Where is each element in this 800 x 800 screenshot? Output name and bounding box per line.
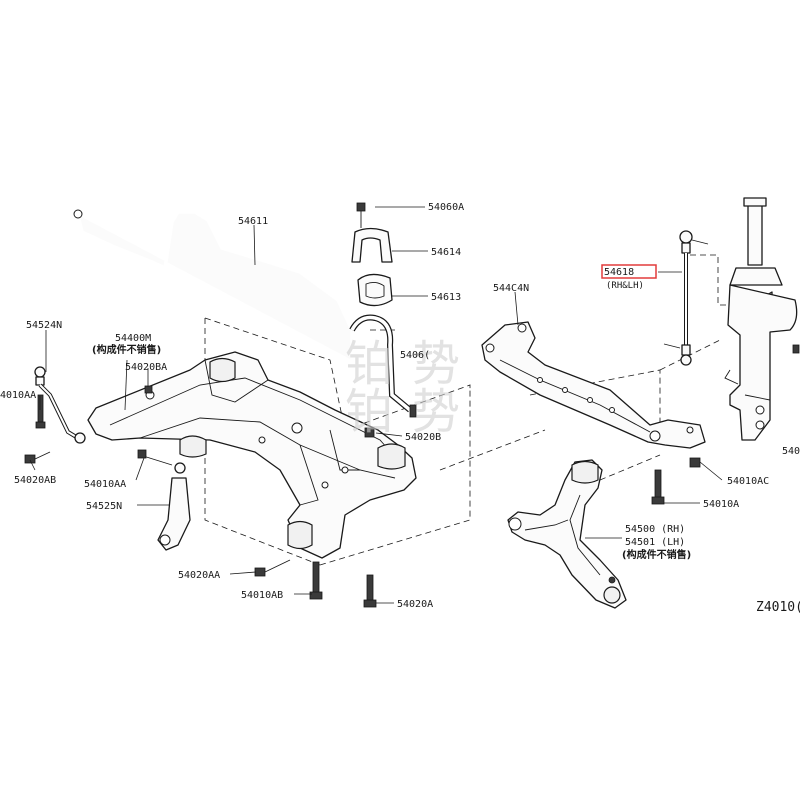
label-544C4N: 544C4N — [493, 283, 529, 294]
left-lower-arm-link[interactable] — [137, 449, 191, 551]
strut-assembly[interactable] — [724, 197, 800, 441]
label-54060A: 54060A — [428, 202, 464, 213]
label-54500: 54500 (RH) — [625, 524, 685, 535]
left-stabilizer-link[interactable] — [34, 366, 86, 444]
lower-control-arm[interactable] — [507, 459, 627, 609]
stabilizer-clamp[interactable] — [351, 202, 393, 263]
label-54618: 54618 — [604, 267, 634, 278]
stabilizer-link[interactable] — [663, 230, 709, 366]
label-54010AA: 54010AA — [84, 479, 126, 490]
label-54611: 54611 — [238, 216, 268, 227]
label-54524N: 54524N — [26, 320, 62, 331]
gusset-bracket[interactable] — [481, 321, 706, 449]
stabilizer-bar[interactable] — [73, 209, 354, 360]
label-54020AA: 54020AA — [178, 570, 220, 581]
label-54400M: 54400M — [115, 333, 151, 344]
label-54618-sub: (RH&LH) — [606, 281, 644, 291]
label-54010AA-left: 4010AA — [0, 390, 36, 401]
svg-text:铂: 铂 — [345, 336, 393, 392]
label-54010AB: 54010AB — [241, 590, 283, 601]
highlight-box — [601, 264, 657, 279]
suspension-member[interactable] — [87, 351, 417, 559]
label-54020AB: 54020AB — [14, 475, 56, 486]
drawing-code: Z4010( — [756, 600, 800, 615]
assembly-guide-lines — [204, 254, 745, 566]
label-54400M-sub: (构成件不销售) — [92, 343, 161, 356]
label-54501: 54501 (LH) — [625, 537, 685, 548]
label-54010AC: 54010AC — [727, 476, 769, 487]
label-54020BA: 54020BA — [125, 362, 167, 373]
callout-labels: 54611 54060A 54614 54613 5406( 54020B 54… — [0, 202, 800, 615]
watermark: 铂 势 铂 势 — [345, 336, 460, 440]
label-54020A: 54020A — [397, 599, 433, 610]
label-54501-sub: (构成件不销售) — [622, 548, 691, 561]
svg-text:铂: 铂 — [345, 384, 393, 440]
label-54010A: 54010A — [703, 499, 739, 510]
label-54020B: 54020B — [405, 432, 441, 443]
stabilizer-bushing[interactable] — [357, 273, 393, 307]
label-54614: 54614 — [431, 247, 461, 258]
label-5406-partial: 5406( — [400, 350, 430, 361]
stabilizer-bar-bend — [349, 314, 412, 413]
svg-text:势: 势 — [412, 336, 460, 392]
label-540-right: 540 — [782, 446, 800, 457]
leader-lines — [29, 206, 723, 604]
svg-text:势: 势 — [412, 384, 460, 440]
label-54525N: 54525N — [86, 501, 122, 512]
label-54613: 54613 — [431, 292, 461, 303]
